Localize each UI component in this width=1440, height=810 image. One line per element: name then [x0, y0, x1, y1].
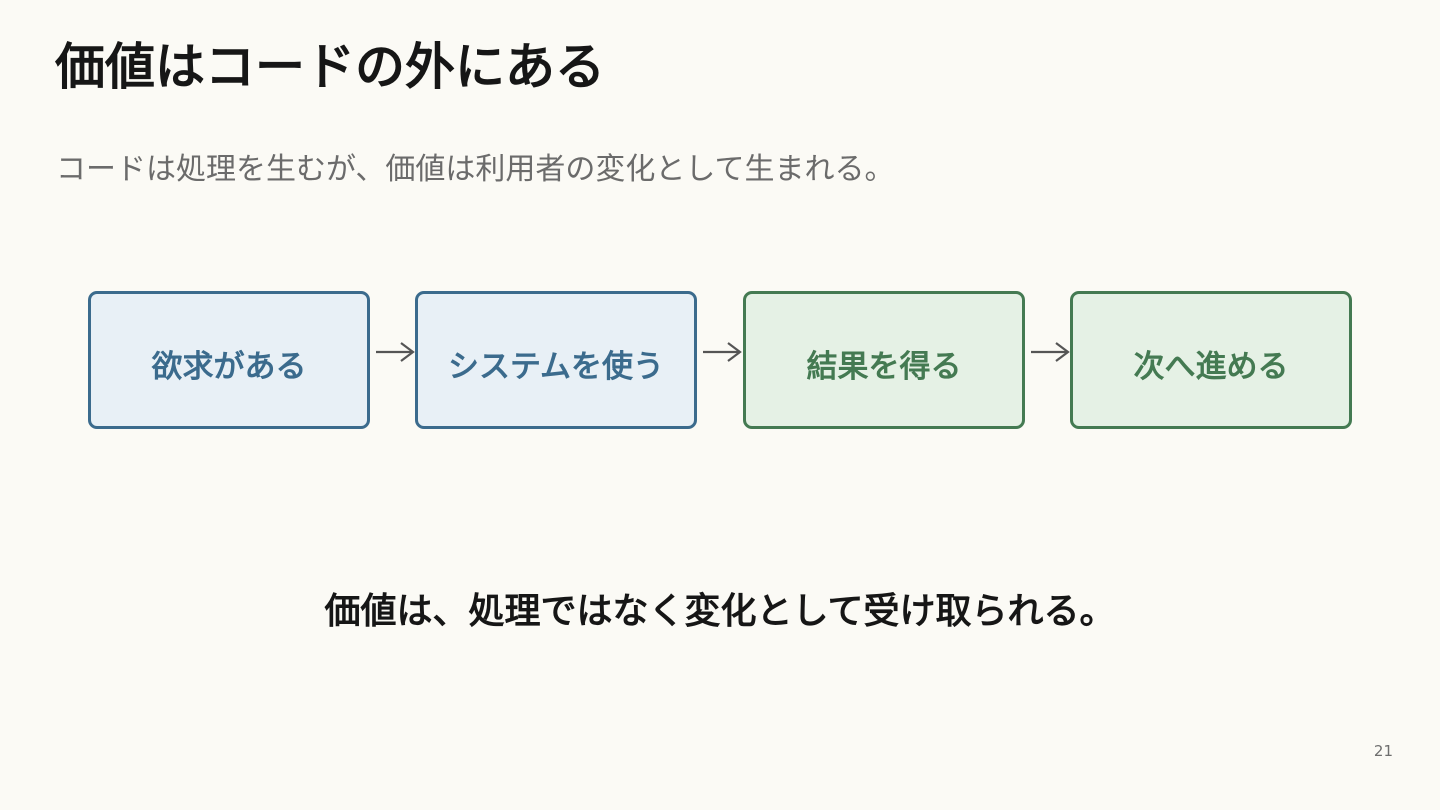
- right-arrow-icon: [703, 342, 742, 362]
- takeaway-message: 価値は、処理ではなく変化として受け取られる。: [324, 591, 1116, 632]
- flow-step-desire: 欲求がある: [88, 291, 370, 429]
- right-arrow-icon: [1031, 342, 1070, 362]
- flow-step-label: 結果を得る: [806, 348, 962, 385]
- slide-title: 価値はコードの外にある: [55, 38, 605, 96]
- flow-step-get-result: 結果を得る: [743, 291, 1025, 429]
- slide-subtitle: コードは処理を生むが、価値は利用者の変化として生まれる。: [56, 152, 895, 187]
- flow-step-label: 次へ進める: [1133, 348, 1289, 385]
- flow-step-label: 欲求がある: [151, 348, 307, 385]
- flow-step-use-system: システムを使う: [415, 291, 697, 429]
- flow-step-label: システムを使う: [447, 348, 665, 385]
- right-arrow-icon: [376, 342, 415, 362]
- flow-step-move-forward: 次へ進める: [1070, 291, 1352, 429]
- page-number: 21: [1373, 742, 1393, 760]
